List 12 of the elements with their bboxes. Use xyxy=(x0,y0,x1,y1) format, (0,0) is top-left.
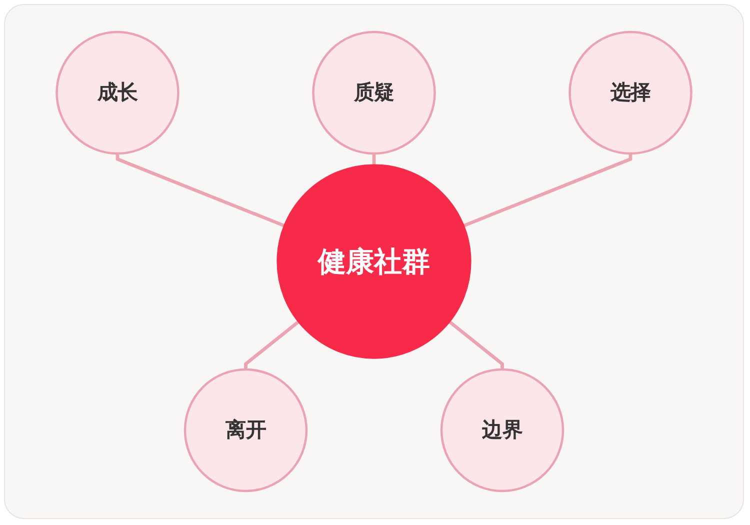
connector xyxy=(463,154,632,228)
background-panel: 成长 质疑 选择 健康社群 离开 边界 xyxy=(4,4,744,519)
connector xyxy=(244,320,300,370)
node-circle xyxy=(56,30,180,155)
connector xyxy=(116,154,285,228)
connector xyxy=(372,154,376,165)
node-circle xyxy=(568,30,692,155)
node-circle xyxy=(276,164,472,359)
connector xyxy=(448,320,504,370)
node-circle xyxy=(440,368,564,492)
node-circle xyxy=(312,30,436,155)
node-circle xyxy=(184,368,308,492)
